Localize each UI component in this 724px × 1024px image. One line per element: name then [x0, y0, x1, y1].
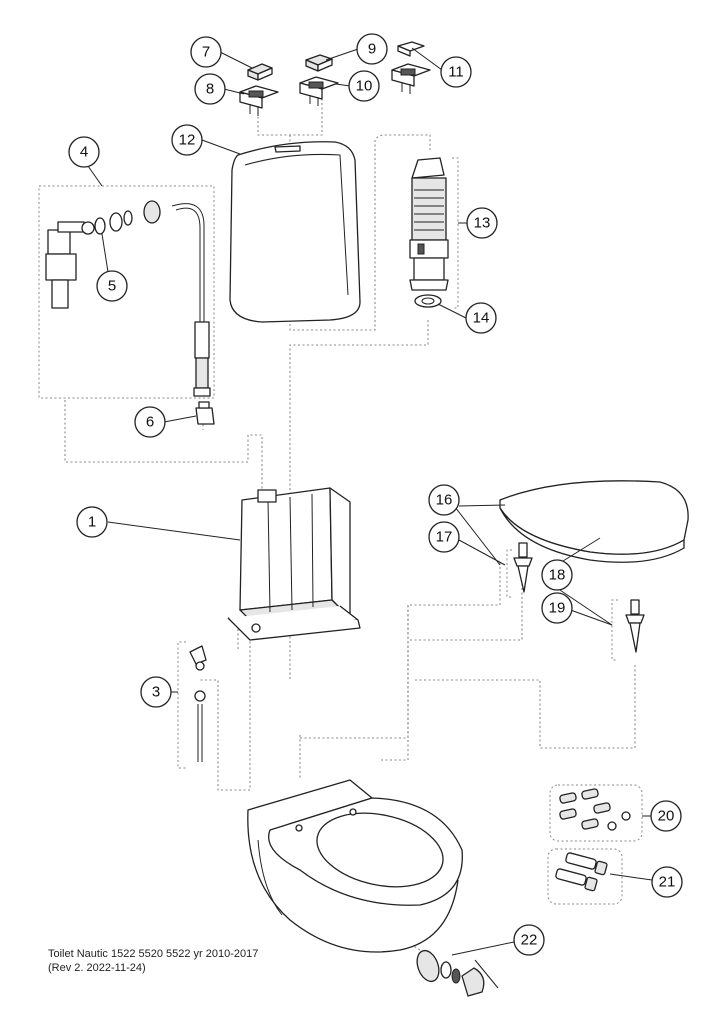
connectors-part-21	[555, 852, 608, 892]
callout-7: 7	[190, 36, 222, 68]
svg-text:7: 7	[202, 44, 210, 61]
callout-10: 10	[348, 70, 380, 102]
supply-hose-part-4	[171, 203, 211, 397]
diagram-caption: Toilet Nautic 1522 5520 5522 yr 2010-201…	[48, 947, 258, 975]
caption-revision-line: (Rev 2. 2022-11-24)	[48, 962, 146, 974]
callout-21: 21	[651, 866, 683, 898]
flush-button-part-7	[247, 63, 273, 81]
callout-8: 8	[194, 73, 226, 105]
callout-14: 14	[465, 302, 497, 334]
callout-9: 9	[356, 33, 388, 65]
svg-text:18: 18	[549, 567, 566, 584]
leader-lines	[87, 47, 653, 989]
callout-5: 5	[96, 270, 128, 302]
toilet-seat-part-16	[499, 480, 689, 563]
callout-6: 6	[134, 406, 166, 438]
callout-17: 17	[428, 521, 460, 553]
wall-hung-bowl	[247, 779, 463, 953]
callout-11: 11	[440, 56, 472, 88]
svg-text:4: 4	[80, 144, 88, 161]
svg-text:6: 6	[146, 414, 154, 431]
connector-part-6	[195, 401, 215, 425]
rubber-pads-part-20	[559, 788, 631, 831]
button-frame-part-11	[391, 63, 431, 94]
svg-text:5: 5	[108, 278, 116, 295]
svg-text:21: 21	[659, 874, 676, 891]
callout-22: 22	[513, 924, 545, 956]
callout-13: 13	[466, 207, 498, 239]
valve-nut-part-5	[94, 200, 161, 235]
outlet-parts-22	[416, 949, 485, 997]
callout-12: 12	[171, 124, 203, 156]
callout-20: 20	[650, 800, 682, 832]
group-brackets	[38, 157, 643, 905]
callout-19: 19	[541, 592, 573, 624]
callout-4: 4	[68, 136, 100, 168]
callout-1: 1	[76, 506, 108, 538]
hinge-part-19	[625, 599, 645, 653]
svg-text:9: 9	[368, 41, 376, 58]
svg-text:13: 13	[474, 215, 491, 232]
hinge-part-17	[513, 542, 533, 593]
callout-18: 18	[541, 559, 573, 591]
seal-ring-part-14	[414, 294, 442, 308]
svg-text:3: 3	[152, 684, 160, 701]
callout-3: 3	[140, 676, 172, 708]
svg-text:19: 19	[549, 600, 566, 617]
fixing-parts-3	[189, 645, 207, 762]
svg-text:22: 22	[521, 932, 538, 949]
fill-valve-part-4	[45, 221, 95, 309]
svg-text:10: 10	[356, 78, 373, 95]
svg-text:16: 16	[436, 492, 453, 509]
svg-text:17: 17	[436, 529, 453, 546]
button-frame-part-8	[239, 85, 279, 116]
flush-button-part-11-top	[397, 41, 425, 57]
svg-text:20: 20	[658, 808, 675, 825]
caption-model-line: Toilet Nautic 1522 5520 5522 yr 2010-201…	[48, 948, 259, 960]
svg-text:1: 1	[88, 514, 96, 531]
tank-cover-part-12	[229, 141, 361, 323]
cistern-part-1	[227, 487, 361, 641]
flush-valve-part-13	[409, 157, 449, 291]
flush-button-part-9	[305, 54, 333, 72]
svg-text:11: 11	[448, 64, 464, 81]
svg-text:12: 12	[179, 132, 196, 149]
svg-text:14: 14	[473, 310, 490, 327]
button-frame-part-10	[299, 76, 339, 106]
svg-text:8: 8	[206, 81, 214, 98]
callout-16: 16	[428, 484, 460, 516]
